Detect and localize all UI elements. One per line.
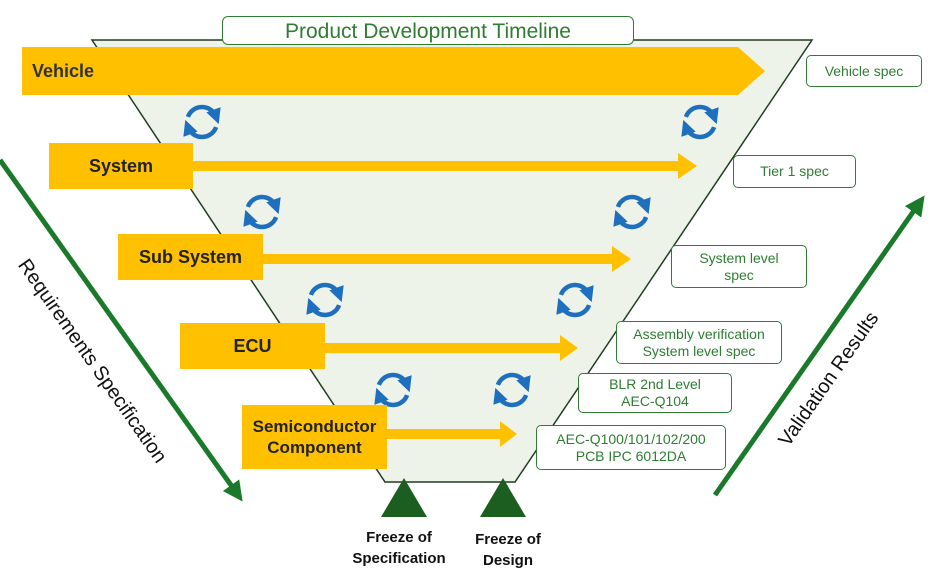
- milestone-freeze-specification: Freeze of Specification: [352, 529, 446, 567]
- cycle-arrows-icon: [681, 104, 719, 140]
- triangle-milestone-icon: [381, 478, 427, 517]
- semiconductor-arrow: [385, 421, 517, 447]
- cycle-arrows-icon: [183, 104, 221, 140]
- level-label-vehicle: Vehicle: [32, 61, 95, 81]
- system-arrow: [190, 153, 697, 179]
- spec-box-system-level: System level spec: [671, 245, 807, 288]
- validation-arrow: [712, 195, 925, 497]
- cycle-arrows-icon: [243, 194, 281, 230]
- level-label-system: System: [49, 143, 193, 189]
- spec-box-blr: BLR 2nd Level AEC-Q104: [578, 373, 732, 413]
- cycle-arrows-icon: [306, 282, 344, 318]
- spec-box-aec: AEC-Q100/101/102/200 PCB IPC 6012DA: [536, 425, 726, 470]
- cycle-arrows-icon: [613, 194, 651, 230]
- cycle-arrows-icon: [556, 282, 594, 318]
- cycle-arrows-icon: [374, 372, 412, 408]
- milestone-freeze-design: Freeze of Design: [475, 531, 541, 569]
- level-label-semiconductor: Semiconductor Component: [242, 405, 387, 469]
- spec-box-assembly: Assembly verification System level spec: [616, 321, 782, 364]
- triangle-milestone-icon: [480, 478, 526, 517]
- page-title: Product Development Timeline: [222, 16, 634, 45]
- spec-box-vehicle: Vehicle spec: [806, 55, 922, 87]
- subsystem-arrow: [260, 246, 631, 272]
- level-label-subsystem: Sub System: [118, 234, 263, 280]
- requirements-arrow: [0, 158, 243, 502]
- spec-box-tier1: Tier 1 spec: [733, 155, 856, 188]
- ecu-arrow: [322, 335, 578, 361]
- cycle-arrows-icon: [493, 372, 531, 408]
- level-label-ecu: ECU: [180, 323, 325, 369]
- vehicle-arrow: [22, 47, 765, 95]
